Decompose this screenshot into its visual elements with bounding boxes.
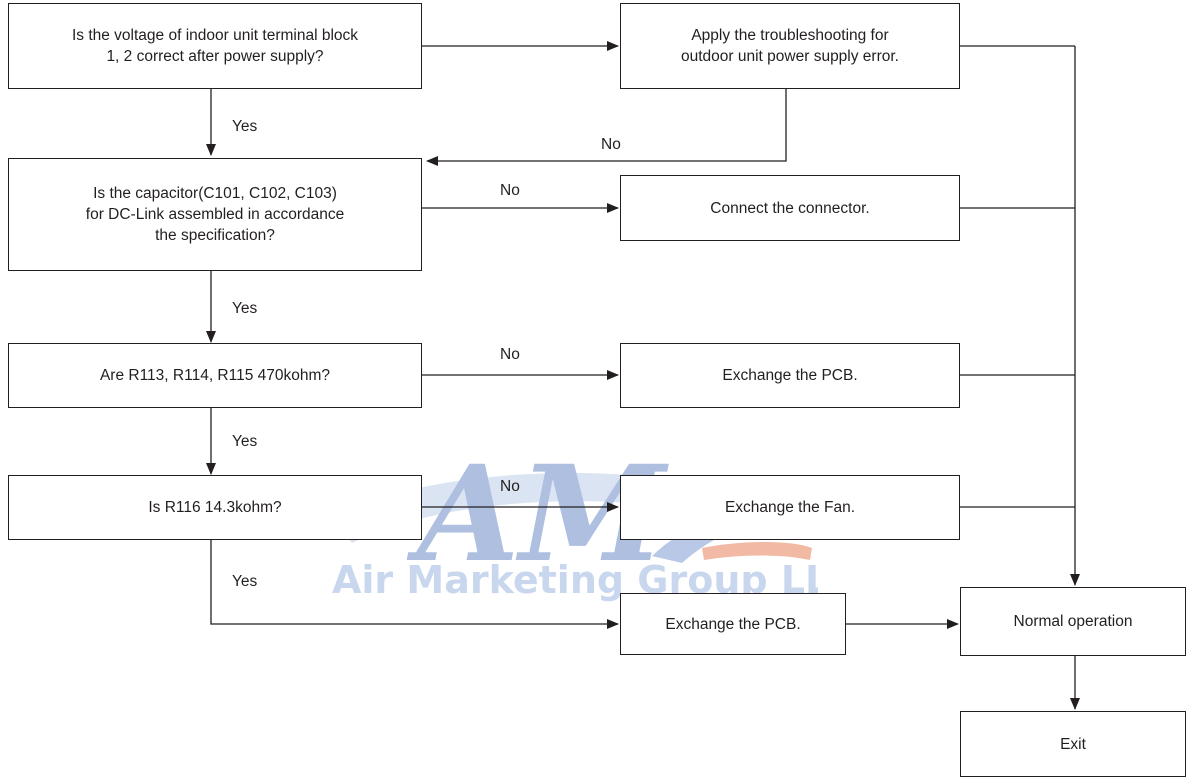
arrow-q4-to-a5 xyxy=(210,540,619,629)
label-yes-1: Yes xyxy=(232,118,258,135)
label-no-2: No xyxy=(500,182,520,199)
action-exchange-fan-box: Exchange the Fan. xyxy=(620,475,960,540)
exit-box: Exit xyxy=(960,711,1186,777)
question-capacitor-box: Is the capacitor(C101, C102, C103) for D… xyxy=(8,158,422,271)
arrow-a1-to-q2 xyxy=(426,89,787,166)
label-no-1: No xyxy=(601,136,621,153)
label-yes-4: Yes xyxy=(232,573,258,590)
label-yes-2: Yes xyxy=(232,300,258,317)
normal-operation-box: Normal operation xyxy=(960,587,1186,656)
label-no-3: No xyxy=(500,346,520,363)
action-exchange-pcb-box: Exchange the PCB. xyxy=(620,343,960,408)
action-exchange-pcb-final-box: Exchange the PCB. xyxy=(620,593,846,655)
label-no-4: No xyxy=(500,478,520,495)
action-connect-connector-box: Connect the connector. xyxy=(620,175,960,241)
label-yes-3: Yes xyxy=(232,433,258,450)
action-outdoor-troubleshooting-box: Apply the troubleshooting for outdoor un… xyxy=(620,3,960,89)
question-r116-box: Is R116 14.3kohm? xyxy=(8,475,422,540)
question-voltage-box: Is the voltage of indoor unit terminal b… xyxy=(8,3,422,89)
question-resistors-box: Are R113, R114, R115 470kohm? xyxy=(8,343,422,408)
